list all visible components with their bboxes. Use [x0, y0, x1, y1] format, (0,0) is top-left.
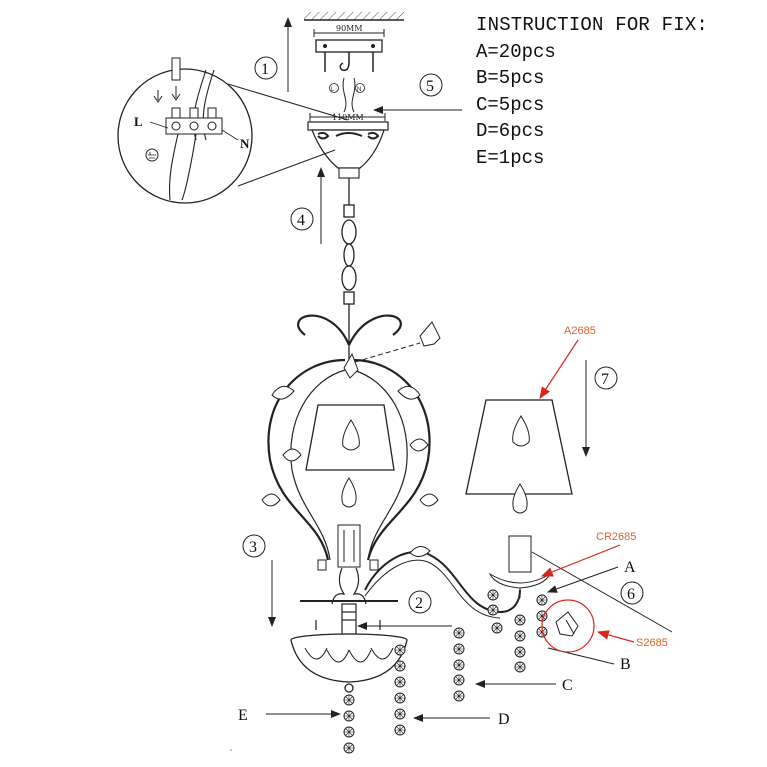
step-3-label: 3	[249, 539, 257, 556]
wire-neutral-small: N	[357, 87, 361, 93]
step-6-label: 6	[627, 586, 635, 603]
instruction-item-c: C=5pcs	[476, 93, 545, 116]
right-candle	[488, 483, 552, 598]
part-e-label: E	[238, 707, 248, 724]
instruction-item-d: D=6pcs	[476, 120, 545, 142]
inner-shade	[305, 404, 395, 471]
instruction-item-b: B=5pcs	[476, 67, 545, 89]
bottom-bowl	[290, 633, 408, 693]
step-arrows	[268, 17, 673, 633]
part-b-label: B	[620, 656, 631, 673]
instruction-item-a: A=20pcs	[476, 40, 556, 63]
wire-live-small: L	[331, 87, 335, 93]
step-2-label: 2	[415, 595, 423, 612]
step-4-label: 4	[297, 212, 305, 229]
inner-candle	[337, 477, 361, 568]
supply-wires	[329, 77, 365, 113]
wire-live-label: L	[134, 114, 143, 129]
plate-width-label: 90MM	[336, 24, 363, 33]
ceiling	[304, 12, 404, 21]
instruction-panel: INSTRUCTION FOR FIX: A=20pcs B=5pcs C=5p…	[476, 12, 708, 171]
crystal-strand-c	[453, 627, 465, 702]
central-butterfly	[343, 321, 441, 379]
terminal-detail	[117, 57, 349, 204]
canopy-width-label: 110MM	[332, 113, 364, 122]
cup-code-label: CR2685	[596, 531, 636, 543]
butterfly-code-label: S2685	[636, 637, 668, 649]
wire-neutral-label: N	[240, 136, 250, 151]
part-a-label: A	[624, 559, 636, 576]
chain	[341, 178, 357, 360]
canopy	[307, 113, 389, 179]
step-7-label: 7	[601, 371, 609, 388]
shade-code-label: A2685	[564, 325, 596, 337]
mounting-plate	[313, 29, 385, 72]
right-shade	[465, 399, 573, 495]
detail-butterfly	[555, 611, 579, 637]
part-c-label: C	[562, 677, 573, 694]
instruction-item-e: E=1pcs	[476, 146, 545, 169]
central-column	[300, 567, 398, 635]
crystal-strand-e	[343, 694, 355, 754]
step-markers: 1 2 3 4 5 6 7	[242, 56, 644, 614]
frame-cage	[261, 314, 439, 571]
instruction-title: INSTRUCTION FOR FIX:	[476, 14, 709, 36]
step-1-label: 1	[261, 61, 269, 78]
right-arm	[364, 546, 521, 619]
part-d-label: D	[498, 711, 510, 728]
step-5-label: 5	[426, 78, 434, 95]
red-callouts	[539, 339, 635, 653]
